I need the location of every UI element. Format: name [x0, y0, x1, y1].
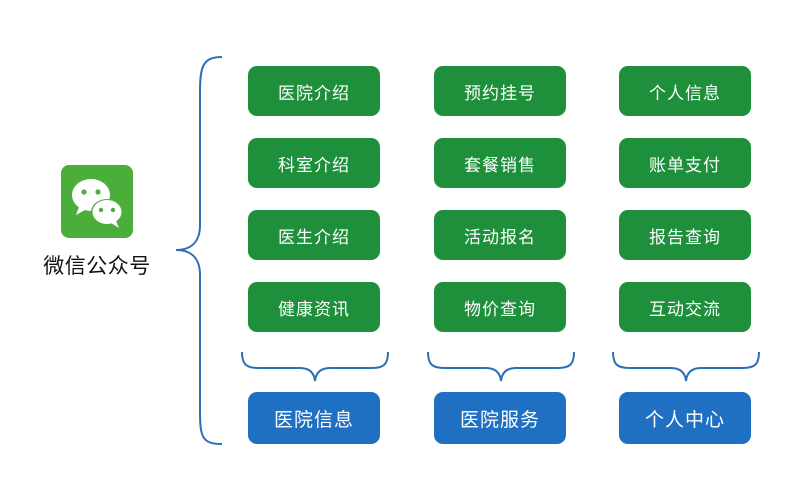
- menu-item-department-intro[interactable]: 科室介绍: [248, 138, 380, 188]
- menu-item-hospital-intro[interactable]: 医院介绍: [248, 66, 380, 116]
- wechat-icon: [72, 179, 123, 228]
- column-brace-1: [241, 351, 389, 382]
- menu-item-report-query[interactable]: 报告查询: [619, 210, 751, 260]
- category-hospital-service[interactable]: 医院服务: [434, 392, 566, 444]
- menu-item-appointment[interactable]: 预约挂号: [434, 66, 566, 116]
- menu-item-bill-payment[interactable]: 账单支付: [619, 138, 751, 188]
- menu-item-health-news[interactable]: 健康资讯: [248, 282, 380, 332]
- column-brace-3: [612, 351, 760, 382]
- category-personal-center[interactable]: 个人中心: [619, 392, 751, 444]
- wechat-logo: [61, 165, 133, 238]
- main-brace: [175, 56, 223, 445]
- menu-item-event-signup[interactable]: 活动报名: [434, 210, 566, 260]
- menu-item-price-query[interactable]: 物价查询: [434, 282, 566, 332]
- menu-item-personal-info[interactable]: 个人信息: [619, 66, 751, 116]
- app-name: 微信公众号: [43, 254, 151, 278]
- column-brace-2: [427, 351, 575, 382]
- category-hospital-info[interactable]: 医院信息: [248, 392, 380, 444]
- menu-item-interaction[interactable]: 互动交流: [619, 282, 751, 332]
- menu-item-package-sales[interactable]: 套餐销售: [434, 138, 566, 188]
- menu-item-doctor-intro[interactable]: 医生介绍: [248, 210, 380, 260]
